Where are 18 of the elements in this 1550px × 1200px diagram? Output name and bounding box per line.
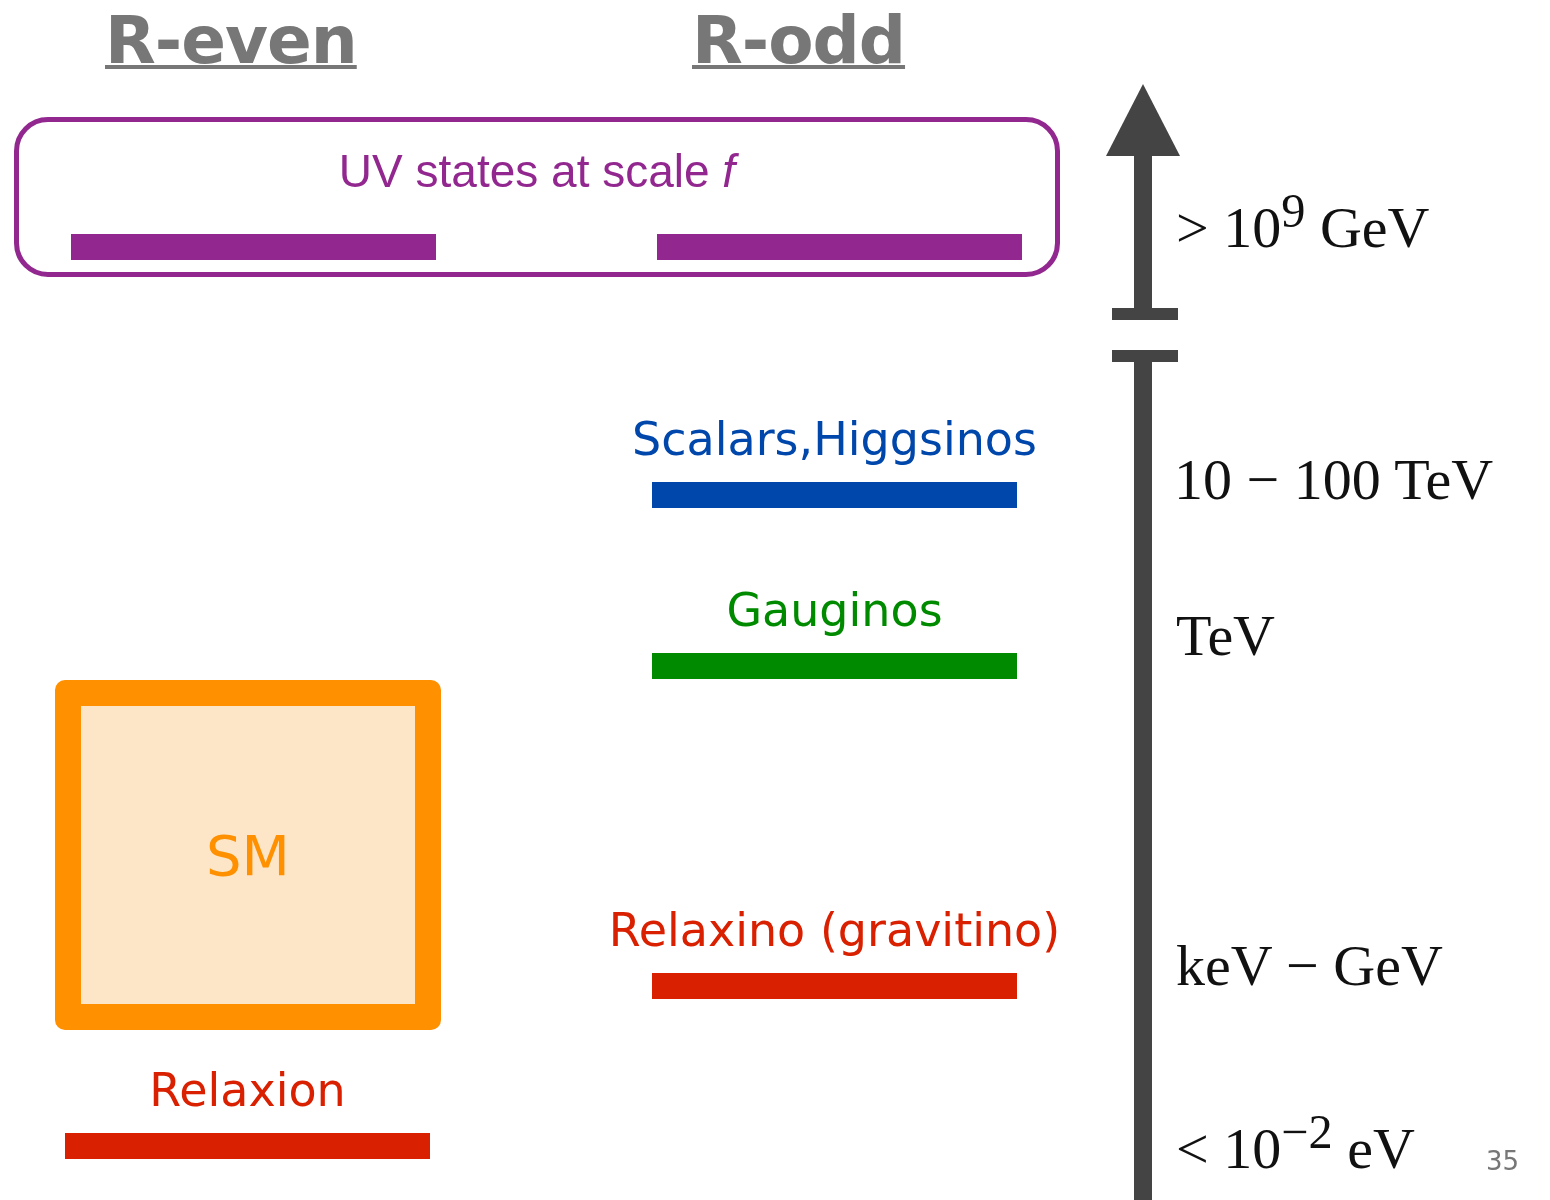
column-heading: R-even <box>105 2 357 79</box>
energy-level-bar <box>71 234 436 260</box>
bar-label: Scalars,Higgsinos <box>632 412 1037 466</box>
sm-box <box>55 680 441 1030</box>
bar-label: Relaxino (gravitino) <box>608 903 1061 957</box>
energy-scale-label: 10 − 100 TeV <box>1174 446 1494 513</box>
bar-label: Relaxion <box>149 1063 346 1117</box>
page-number: 35 <box>1486 1146 1520 1176</box>
group-title: UV states at scale f <box>19 144 1055 198</box>
group-box <box>14 117 1060 277</box>
box-label: SM <box>206 822 290 888</box>
bar-label: Gauginos <box>726 583 943 637</box>
energy-scale-label: keV − GeV <box>1176 932 1443 999</box>
column-heading: R-odd <box>692 2 906 79</box>
energy-level-bar <box>657 234 1022 260</box>
energy-scale-label: > 10$^{9}$ GeV <box>1176 183 1430 262</box>
energy-scale-label: TeV <box>1176 602 1275 669</box>
energy-scale-label: < 10$^{−2}$ eV <box>1176 1104 1415 1183</box>
